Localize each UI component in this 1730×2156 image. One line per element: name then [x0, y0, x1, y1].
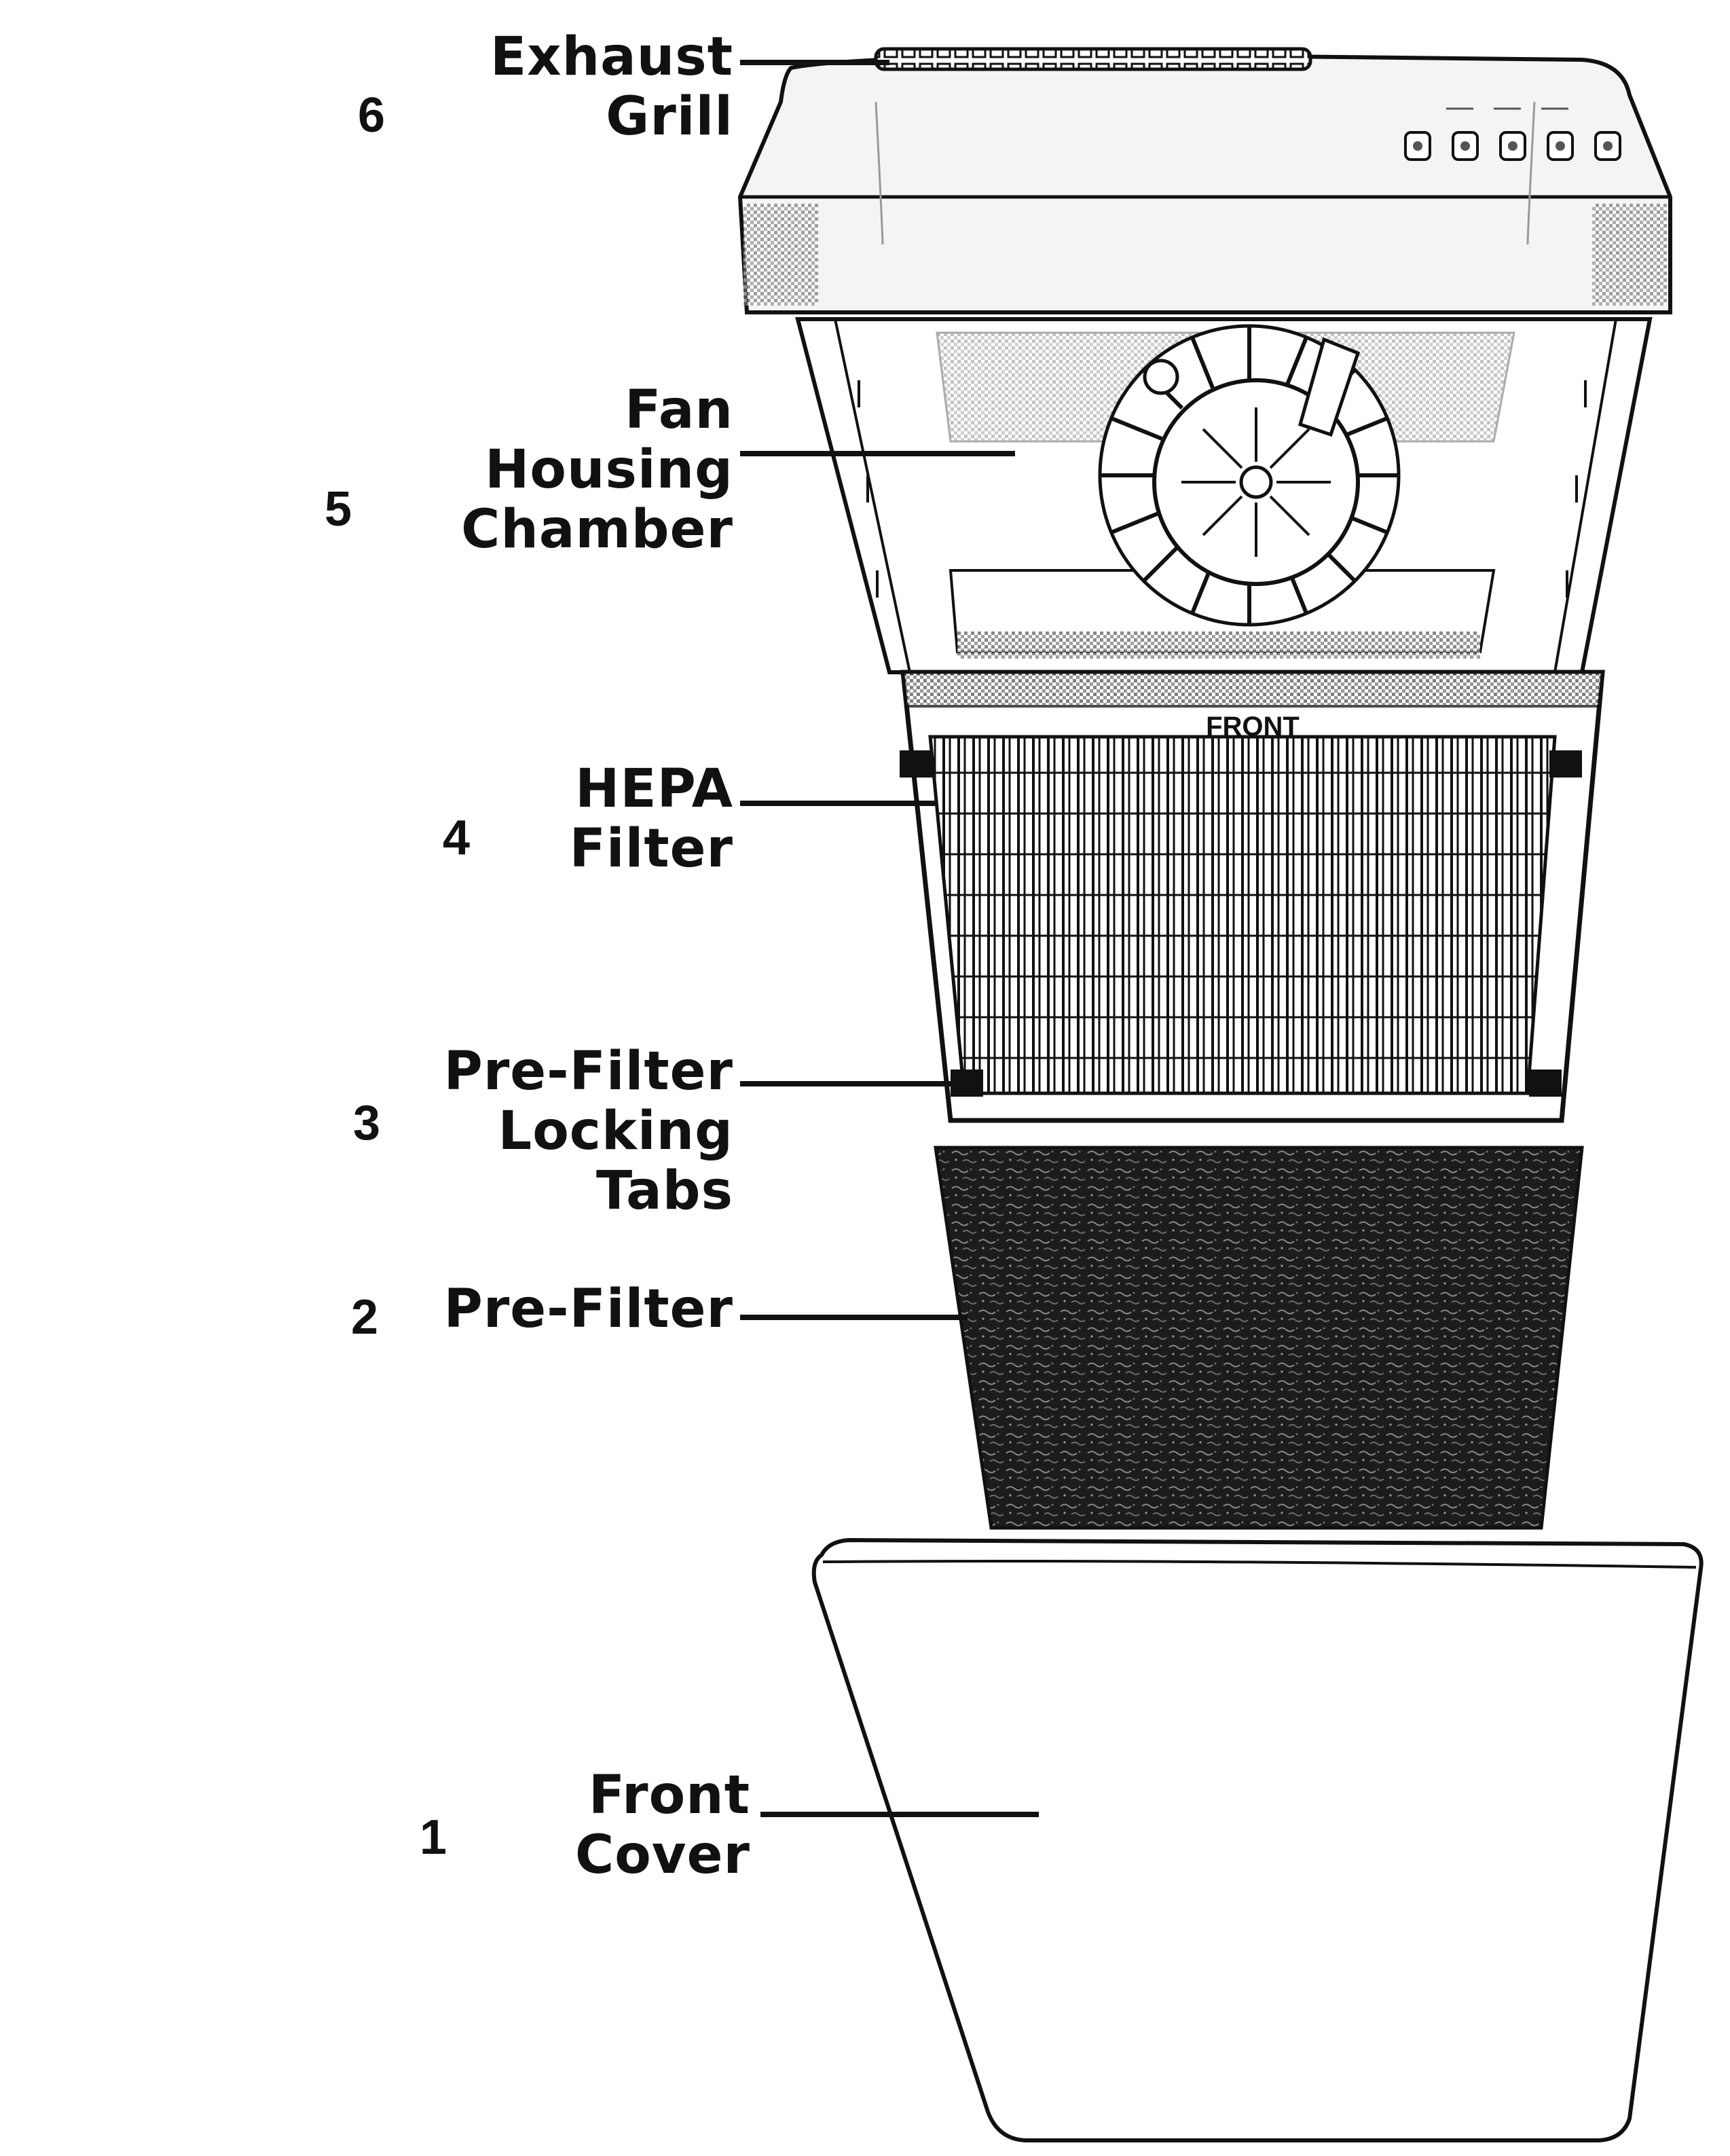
part-number-1: 1 — [420, 1810, 447, 1865]
front-cover — [811, 1537, 1704, 2142]
label-pre-filter-locking-tabs: Pre-Filter Locking Tabs — [443, 1041, 733, 1222]
top-unit — [737, 47, 1672, 314]
part-number-6: 6 — [358, 88, 386, 143]
part-number-3: 3 — [353, 1096, 381, 1150]
filter-front-text: FRONT — [1206, 712, 1300, 742]
part-number-5: 5 — [325, 482, 352, 536]
label-hepa-filter: HEPA Filter — [569, 759, 733, 879]
label-fan-housing-chamber: Fan Housing Chamber — [461, 380, 733, 560]
label-exhaust-grill: Exhaust Grill — [490, 26, 733, 147]
label-pre-filter: Pre-Filter — [443, 1279, 733, 1340]
hepa-filter: FRONT — [900, 670, 1605, 1123]
label-front-cover: Front Cover — [574, 1765, 750, 1886]
pre-filter — [934, 1146, 1584, 1530]
leader-lines — [740, 60, 1039, 1817]
part-number-2: 2 — [351, 1290, 379, 1345]
part-number-4: 4 — [443, 811, 471, 865]
fan-housing — [795, 317, 1653, 674]
